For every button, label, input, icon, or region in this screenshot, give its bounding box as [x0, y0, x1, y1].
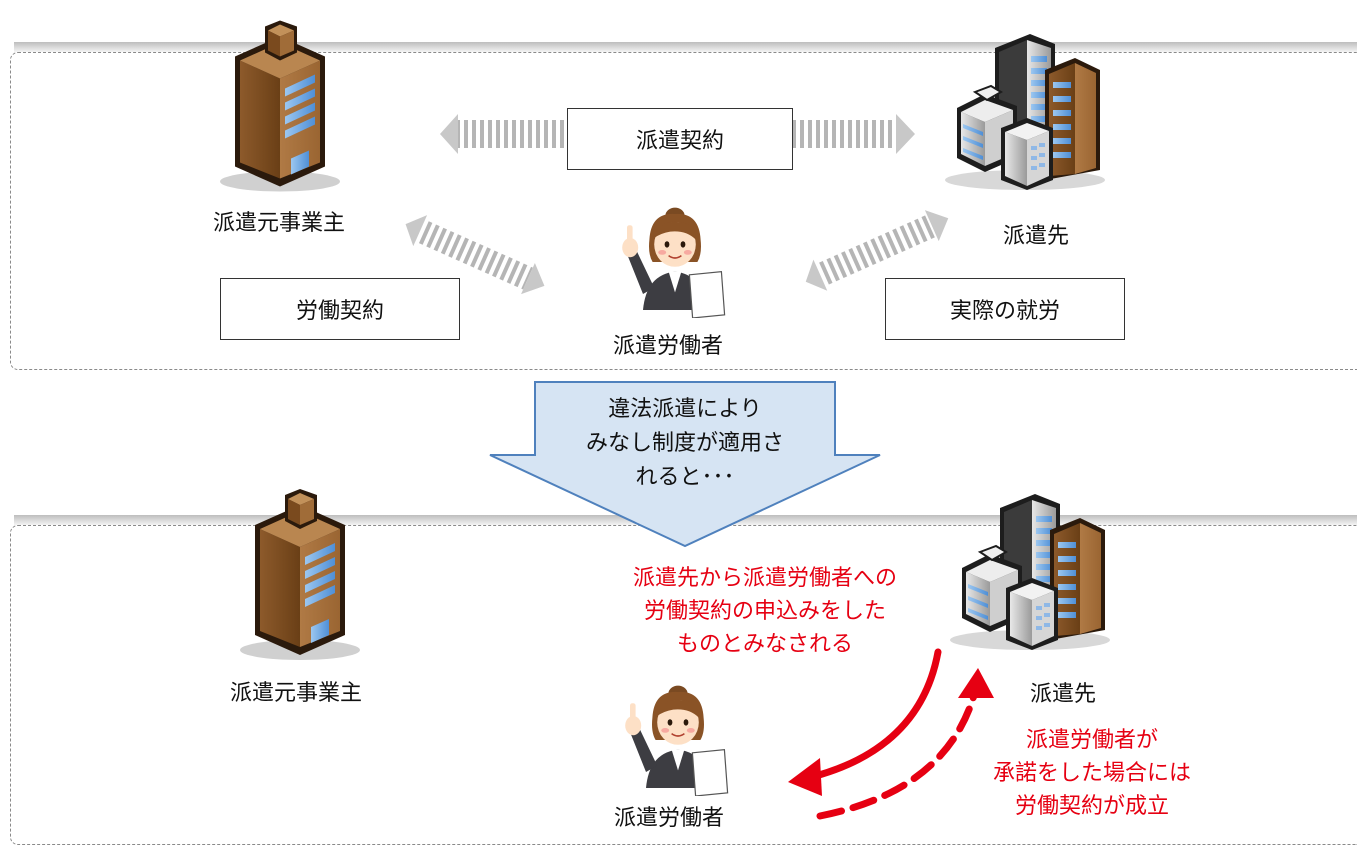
- acceptance-note: 派遣労働者が 承諾をした場合には 労働契約が成立: [972, 724, 1212, 823]
- offer-note-line-1: 派遣先から派遣労働者への: [632, 566, 897, 591]
- offer-note-line-2: 労働契約の申込みをした: [643, 599, 886, 624]
- transition-line-2: みなし制度が適用さ: [585, 431, 784, 456]
- dispatched-worker-icon: [621, 206, 726, 318]
- transition-line-1: 違法派遣により: [608, 397, 762, 422]
- dispatch-contract-box: 派遣契約: [567, 108, 793, 170]
- dispatching-employer-label: 派遣元事業主: [213, 211, 346, 236]
- transition-line-3: れると･･･: [635, 465, 735, 490]
- labor-contract-box: 労働契約: [220, 278, 460, 340]
- dispatched-worker-label-2: 派遣労働者: [614, 806, 725, 831]
- labor-contract-arrow: [405, 215, 545, 295]
- transition-callout-text: 違法派遣により みなし制度が適用さ れると･･･: [540, 393, 830, 495]
- offer-note-line-3: ものとみなされる: [676, 632, 853, 657]
- client-company-buildings-icon-2: [949, 493, 1111, 651]
- accept-note-line-2: 承諾をした場合には: [992, 761, 1191, 786]
- actual-work-arrow: [805, 210, 949, 291]
- actual-work-box: 実際の就労: [885, 278, 1125, 340]
- dispatched-worker-label: 派遣労働者: [613, 334, 724, 359]
- transition-callout-arrow: [489, 381, 881, 548]
- dispatching-employer-building-icon-2: [240, 489, 360, 660]
- accept-note-line-3: 労働契約が成立: [1014, 794, 1169, 819]
- offer-deemed-note: 派遣先から派遣労働者への 労働契約の申込みをした ものとみなされる: [590, 562, 940, 661]
- dispatched-worker-icon-2: [624, 684, 729, 796]
- dispatching-employer-label-2: 派遣元事業主: [230, 681, 363, 706]
- client-company-label: 派遣先: [1003, 224, 1070, 249]
- client-company-buildings-icon: [944, 33, 1106, 191]
- dispatching-employer-building-icon: [220, 20, 340, 192]
- bottom-panel: [10, 525, 1357, 845]
- accept-note-line-1: 派遣労働者が: [1025, 728, 1158, 753]
- offer-red-arrow: [788, 648, 994, 820]
- client-company-label-2: 派遣先: [1030, 682, 1097, 707]
